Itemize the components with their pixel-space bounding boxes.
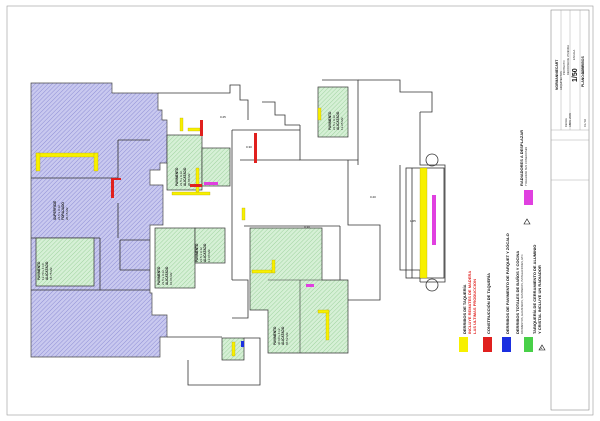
- legend-swatch-yellow: [459, 337, 468, 352]
- svg-text:PLANO: PLANO: [581, 66, 585, 75]
- title-date: FECHA ABRIL 2009: [564, 113, 572, 127]
- legend-triangle-icon-2: [523, 218, 531, 225]
- svg-text:13.06 M2: 13.06 M2: [207, 249, 211, 262]
- svg-text:SUPERFICIE: SUPERFICIE: [53, 201, 57, 220]
- room-label-pavimento-e: PAVIMENTO 21.5 x 9.12 ALICATADO 13.25 M2: [328, 111, 344, 130]
- svg-text:ABRIL 2009: ABRIL 2009: [568, 113, 572, 127]
- title-block: NORMANNIECART ARQUITECTOS PROYECTO REFOR…: [550, 9, 590, 411]
- magenta-marks: [204, 182, 436, 287]
- svg-text:PAVIMENTO: PAVIMENTO: [37, 261, 41, 280]
- legend-swatch-magenta: [524, 190, 533, 205]
- svg-text:01 / 02: 01 / 02: [583, 119, 587, 127]
- legend: DERRIBOS DE TAQUERÍA INCLUYE REMATES DE …: [459, 130, 546, 352]
- svg-text:ALICATADO: ALICATADO: [203, 243, 207, 262]
- svg-text:Y REALIZAR SUS CONEXIONES: Y REALIZAR SUS CONEXIONES: [524, 147, 528, 186]
- svg-text:A: A: [541, 347, 543, 351]
- svg-text:20.88 M2: 20.88 M2: [187, 173, 191, 186]
- legend-triangle-icon: A: [538, 344, 546, 351]
- svg-text:ARQUITECTOS: ARQUITECTOS: [559, 71, 563, 90]
- svg-text:18.75 M2: 18.75 M2: [49, 267, 53, 280]
- svg-text:FORAJADO: FORAJADO: [61, 202, 65, 220]
- svg-text:ALICATADO: ALICATADO: [281, 326, 285, 345]
- svg-text:21.5 x 9.12: 21.5 x 9.12: [179, 171, 183, 186]
- svg-text:CONSTRUCCIÓN DE TAQUERÍA: CONSTRUCCIÓN DE TAQUERÍA: [486, 273, 491, 334]
- svg-text:NORMANNIECART: NORMANNIECART: [555, 59, 559, 90]
- svg-text:PAVIMENTO: PAVIMENTO: [157, 266, 161, 285]
- room-label-pavimento-b: PAVIMENTO 21.5 x 9.12 ALICATADO 20.88 M2: [175, 167, 191, 186]
- svg-text:ALICATADO: ALICATADO: [45, 261, 49, 280]
- svg-text:ESCALA: ESCALA: [572, 49, 576, 60]
- svg-text:REFORMA DE VIVIENDA: REFORMA DE VIVIENDA: [566, 45, 570, 75]
- legend-swatch-green: [524, 337, 533, 352]
- svg-text:RADIADORES A DESPLAZAR: RADIADORES A DESPLAZAR: [519, 130, 524, 186]
- svg-text:DERRIBOS DE PAVIMENTO DE PARQU: DERRIBOS DE PAVIMENTO DE PARQUET Y ZÓCAL…: [505, 233, 510, 334]
- svg-text:20.15 M2: 20.15 M2: [65, 207, 69, 220]
- svg-text:ALICATADO: ALICATADO: [336, 111, 340, 130]
- svg-text:1/50: 1/50: [572, 68, 579, 82]
- legend-label-green: DERRIBOS TOTALES DE BAÑOS Y COCINA PAVIM…: [515, 251, 524, 334]
- svg-text:INCLUYE REMATES DE MADERA: INCLUYE REMATES DE MADERA: [467, 271, 472, 334]
- title-scale: ESCALA 1/50: [572, 49, 579, 82]
- legend-swatch-blue: [502, 337, 511, 352]
- svg-text:0.30: 0.30: [304, 225, 310, 229]
- room-label-pavimento-f: PAVIMENTO 30.60 x 4.12 ALICATADO 86.52 M…: [273, 326, 289, 345]
- svg-text:30.60 x 4.12: 30.60 x 4.12: [277, 328, 281, 345]
- svg-text:Y CRISTAL INCLUYE UN RADIADOR: Y CRISTAL INCLUYE UN RADIADOR: [537, 265, 542, 334]
- svg-text:PAVIMENTO: PAVIMENTO: [328, 111, 332, 130]
- svg-text:TABIQUERÍA DE CERRAMIENTO DE A: TABIQUERÍA DE CERRAMIENTO DE ALUMINIO: [532, 245, 537, 334]
- yellow-marks: [35, 107, 428, 357]
- svg-text:PROYECTO: PROYECTO: [562, 60, 566, 75]
- legend-label-magenta: RADIADORES A DESPLAZAR Y REALIZAR SUS CO…: [519, 130, 528, 186]
- svg-text:21.5 x 9.12: 21.5 x 9.12: [161, 270, 165, 285]
- walls-center: [158, 79, 433, 386]
- legend-label-red: CONSTRUCCIÓN DE TAQUERÍA: [486, 273, 491, 334]
- walls-right: [347, 112, 446, 301]
- svg-text:PAVIMENTOS, ALICATADOS, SANITA: PAVIMENTOS, ALICATADOS, SANITARIOS, INST…: [520, 253, 524, 334]
- svg-text:PAVIMENTO: PAVIMENTO: [273, 326, 277, 345]
- svg-text:0.30: 0.30: [246, 145, 252, 149]
- legend-swatch-red: [483, 337, 492, 352]
- green-rooms-left: [35, 86, 349, 361]
- svg-text:10.06 M2: 10.06 M2: [169, 272, 173, 285]
- svg-text:DERRIBOS DE TAQUERÍA: DERRIBOS DE TAQUERÍA: [462, 284, 467, 334]
- room-label-superficie-a: SUPERFICIE 21.5 x 9.12 FORAJADO 20.15 M2: [53, 201, 69, 220]
- title-project: PROYECTO REFORMA DE VIVIENDA: [562, 45, 570, 75]
- svg-text:ALICATADO: ALICATADO: [183, 167, 187, 186]
- green-area-center: [249, 227, 349, 354]
- svg-text:PAVIMENTO: PAVIMENTO: [195, 243, 199, 262]
- title-number: 01 / 02: [583, 119, 587, 127]
- svg-text:0.20: 0.20: [370, 195, 376, 199]
- svg-text:ALICATADO: ALICATADO: [165, 266, 169, 285]
- blue-marks: [241, 341, 244, 347]
- room-label-pavimento-d: PAVIMENTO 21.5 x 9.12 ALICATADO 13.06 M2: [195, 243, 211, 262]
- room-label-pavimento-a: PAVIMENTO 13.70 x 4.10 ALICATADO 18.75 M…: [37, 261, 53, 280]
- svg-text:86.52 M2: 86.52 M2: [285, 332, 289, 345]
- svg-text:FECHA: FECHA: [564, 118, 568, 127]
- legend-label-cerramiento: TABIQUERÍA DE CERRAMIENTO DE ALUMINIO Y …: [532, 245, 542, 334]
- svg-text:21.5 x 9.12: 21.5 x 9.12: [57, 205, 61, 220]
- red-marks: [111, 120, 257, 198]
- svg-text:PLANO DERRIBOS: PLANO DERRIBOS: [581, 56, 585, 87]
- title-plan: PLANO PLANO DERRIBOS: [581, 56, 585, 87]
- sheet-frame: [6, 5, 594, 416]
- legend-label-blue: DERRIBOS DE PAVIMENTO DE PARQUET Y ZÓCAL…: [505, 233, 510, 334]
- legend-label-yellow: DERRIBOS DE TAQUERÍA INCLUYE REMATES DE …: [462, 271, 477, 334]
- title-firm: NORMANNIECART ARQUITECTOS: [555, 59, 563, 90]
- room-label-pavimento-c: PAVIMENTO 21.5 x 9.12 ALICATADO 10.06 M2: [157, 266, 173, 285]
- svg-text:0.25: 0.25: [220, 115, 226, 119]
- blue-area: [30, 82, 168, 358]
- svg-text:21.5 x 9.12: 21.5 x 9.12: [199, 247, 203, 262]
- svg-text:21.5 x 9.12: 21.5 x 9.12: [332, 115, 336, 130]
- svg-text:PAVIMENTO: PAVIMENTO: [175, 167, 179, 186]
- svg-text:13.25 M2: 13.25 M2: [340, 117, 344, 130]
- svg-text:DERRIBOS TOTALES DE BAÑOS Y CO: DERRIBOS TOTALES DE BAÑOS Y COCINA: [515, 251, 520, 334]
- svg-text:LAS ULTIMAS PRODUCCION: LAS ULTIMAS PRODUCCION: [472, 279, 477, 334]
- dimension-labels: 0.25 0.30 0.30 1.65 0.20: [220, 115, 416, 229]
- svg-text:1.65: 1.65: [410, 219, 416, 223]
- svg-text:13.70 x 4.10: 13.70 x 4.10: [41, 263, 45, 280]
